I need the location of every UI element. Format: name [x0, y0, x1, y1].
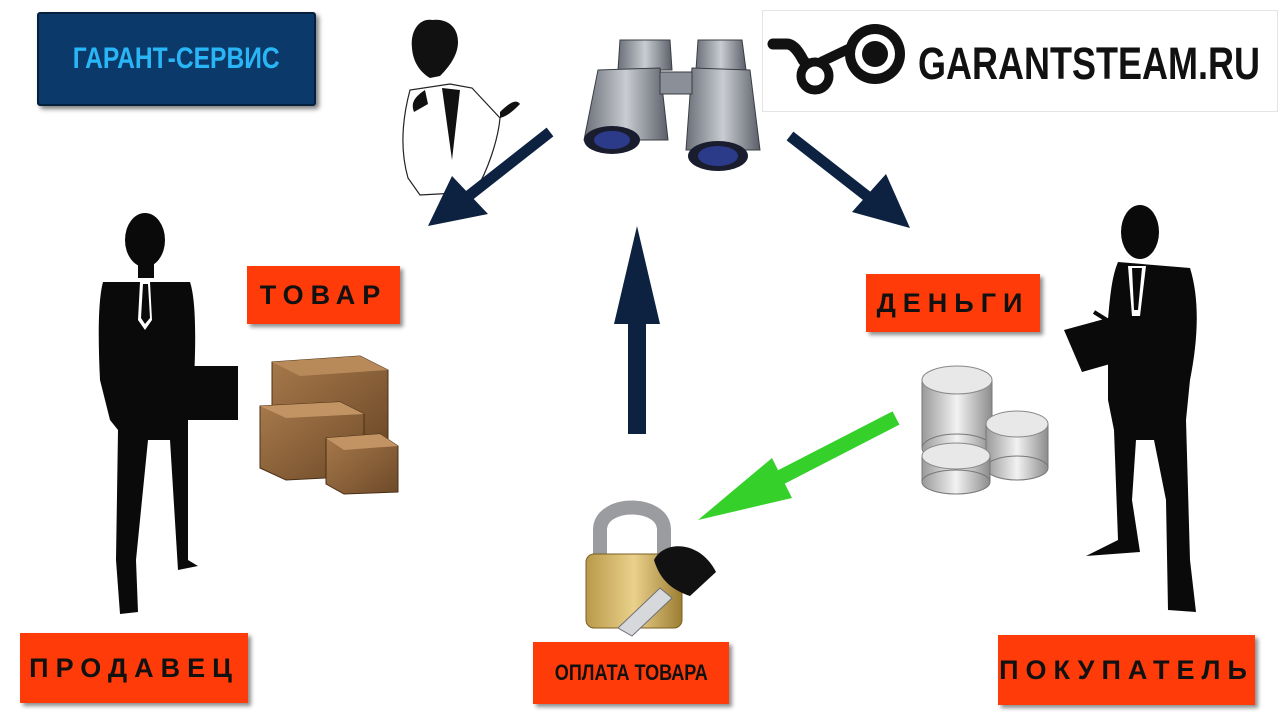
- binoculars-icon: [584, 40, 760, 171]
- label-payment: ОПЛАТА ТОВАРА: [533, 642, 729, 704]
- label-goods: ТОВАР: [247, 266, 400, 324]
- label-buyer: ПОКУПАТЕЛЬ: [998, 635, 1255, 705]
- coins-icon: [922, 366, 1048, 494]
- label-money: ДЕНЬГИ: [866, 274, 1040, 332]
- label-seller: ПРОДАВЕЦ: [20, 633, 248, 703]
- arrow-payment-up: [614, 226, 660, 434]
- boxes-icon: [260, 356, 398, 494]
- seller-silhouette-icon: [99, 213, 238, 614]
- arrow-binoculars-to-money: [790, 136, 910, 228]
- label-payment-text: ОПЛАТА ТОВАРА: [555, 660, 708, 686]
- buyer-silhouette-icon: [1064, 205, 1197, 612]
- padlock-key-icon: [586, 508, 716, 637]
- arrow-money-to-payment: [698, 418, 896, 520]
